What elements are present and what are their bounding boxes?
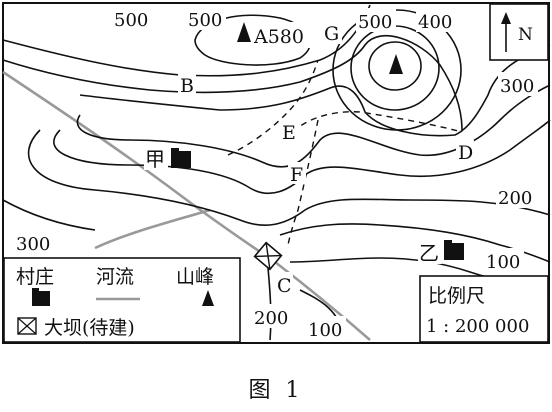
legend-dam-symbol bbox=[17, 317, 37, 335]
point-b-label: B bbox=[180, 75, 194, 97]
contour-label: 500 bbox=[358, 12, 392, 33]
contour-line bbox=[2, 4, 371, 77]
contour-line bbox=[368, 41, 422, 91]
legend: 村庄 河流 山峰 大坝(待建) bbox=[3, 257, 241, 343]
village-yi-symbol bbox=[444, 243, 464, 260]
peak-marker-right bbox=[389, 54, 403, 74]
scale-box: 比例尺 1 : 200 000 bbox=[419, 275, 549, 343]
contour-label: 500 bbox=[114, 10, 148, 31]
river-tributary bbox=[94, 208, 211, 250]
legend-dam-label: 大坝(待建) bbox=[44, 317, 135, 339]
contour-label: 200 bbox=[498, 188, 532, 209]
village-yi-symbol-small bbox=[444, 240, 452, 245]
contour-label: 400 bbox=[418, 12, 452, 33]
dashed-route bbox=[284, 111, 463, 141]
north-arrow: N bbox=[489, 3, 549, 61]
scale-title: 比例尺 bbox=[428, 285, 485, 307]
point-c-label: C bbox=[277, 275, 292, 297]
north-label: N bbox=[518, 25, 533, 45]
contour-label: 100 bbox=[486, 252, 520, 273]
legend-village-label: 村庄 bbox=[16, 266, 54, 288]
peak-a-label: A580 bbox=[253, 26, 304, 48]
contour-line bbox=[79, 44, 551, 137]
figure-caption: 图 1 bbox=[248, 378, 304, 403]
scale-value: 1 : 200 000 bbox=[426, 316, 529, 337]
village-jia-symbol bbox=[171, 151, 191, 168]
legend-peak-label: 山峰 bbox=[176, 266, 214, 288]
village-jia-label: 甲 bbox=[145, 147, 165, 171]
dam-symbol bbox=[253, 241, 283, 271]
point-d-label: D bbox=[458, 142, 473, 164]
peak-marker-a bbox=[237, 22, 251, 42]
legend-peak-symbol bbox=[202, 290, 214, 306]
contour-line bbox=[2, 34, 463, 131]
contour-line bbox=[27, 129, 551, 226]
point-g-label: G bbox=[324, 23, 339, 45]
contour-map: 500 500 500 400 300 300 200 200 100 100 … bbox=[2, 2, 551, 344]
point-e-label: E bbox=[282, 122, 296, 144]
contour-line bbox=[76, 84, 551, 168]
legend-river-label: 河流 bbox=[96, 266, 134, 288]
contour-label: 200 bbox=[254, 308, 288, 329]
contour-line bbox=[332, 9, 462, 131]
contour-label: 100 bbox=[308, 320, 342, 341]
contour-line bbox=[267, 267, 272, 341]
map-frame bbox=[2, 2, 550, 344]
village-jia-symbol-small bbox=[171, 148, 179, 153]
village-yi-label: 乙 bbox=[419, 241, 439, 265]
contour-label: 500 bbox=[188, 10, 222, 31]
contour-line bbox=[194, 14, 312, 66]
dashed-route bbox=[227, 59, 319, 156]
river-line bbox=[2, 70, 371, 341]
contour-label: 300 bbox=[16, 234, 50, 255]
dashed-route bbox=[287, 119, 319, 246]
contour-labels: 500 500 500 400 300 300 200 200 100 100 bbox=[14, 6, 538, 341]
point-f-label: F bbox=[290, 164, 303, 186]
legend-village-symbol bbox=[32, 291, 50, 306]
contour-label: 300 bbox=[500, 76, 534, 97]
